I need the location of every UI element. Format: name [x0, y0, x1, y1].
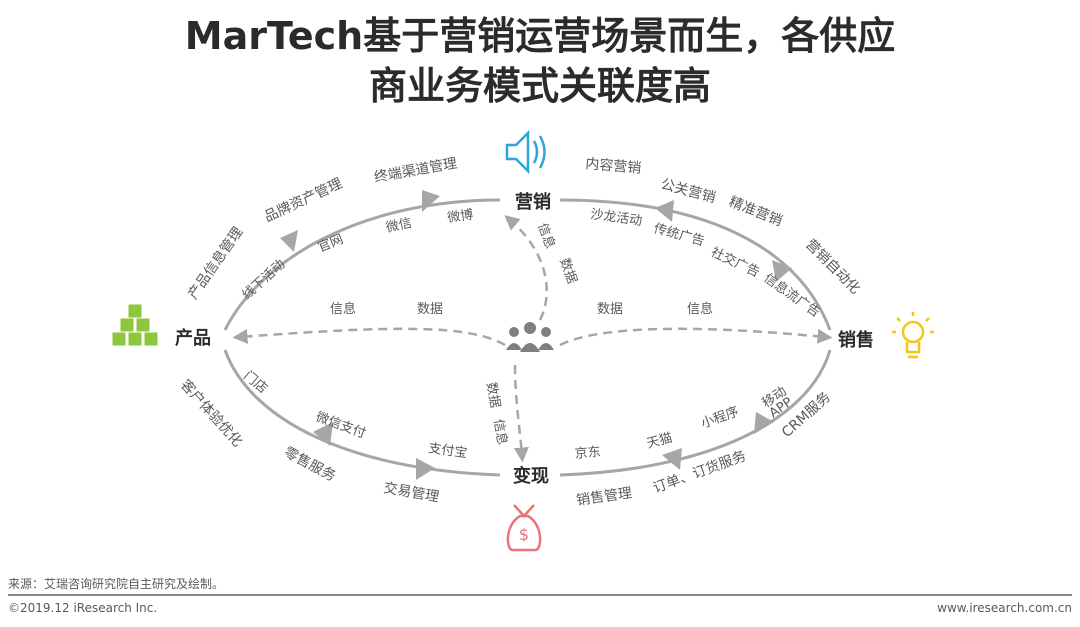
label-terminal-channel: 终端渠道管理	[373, 156, 459, 186]
flow-label-info-left: 信息	[330, 301, 356, 317]
lightbulb-icon	[892, 312, 934, 359]
node-marketing: 营销	[515, 191, 551, 213]
people-icon	[506, 322, 554, 352]
flow-to-sales	[559, 327, 833, 347]
arc-product-monetization	[223, 349, 501, 477]
label-salon: 沙龙活动	[589, 207, 643, 229]
label-offline-events: 线下活动	[240, 257, 289, 303]
label-sales-mgmt: 销售管理	[575, 485, 633, 509]
label-tmall: 天猫	[645, 431, 674, 452]
arc-arrow	[772, 260, 792, 282]
footer-divider	[8, 594, 1072, 596]
flow-label-info-right: 信息	[687, 301, 713, 317]
svg-text:$: $	[519, 525, 529, 544]
label-retail-service: 零售服务	[281, 444, 338, 484]
arc-arrow	[416, 458, 435, 480]
martech-diagram: $ 营销 产品 销售 变现 终端渠道管理 品牌资产管理 产品信息管理 内容营销 …	[111, 129, 934, 552]
website-url: www.iresearch.com.cn	[937, 601, 1072, 615]
label-mini-program: 小程序	[699, 404, 741, 431]
flow-label-data-bottom: 数据	[483, 381, 502, 409]
flow-to-monetization	[513, 364, 529, 463]
flow-to-product	[232, 327, 506, 347]
arc-arrow	[313, 422, 333, 446]
label-jd: 京东	[574, 445, 601, 462]
label-precision-marketing: 精准营销	[727, 194, 785, 230]
arc-arrow	[280, 230, 298, 252]
flow-label-data-left: 数据	[417, 302, 443, 317]
arc-arrow	[754, 412, 774, 434]
label-brand-asset: 品牌资产管理	[262, 175, 345, 226]
source-note: 来源：艾瑞咨询研究院自主研究及绘制。	[8, 577, 225, 591]
label-social-ads: 社交广告	[708, 244, 762, 280]
node-monetization: 变现	[513, 465, 549, 487]
label-marketing-automation: 营销自动化	[802, 237, 863, 298]
arc-arrow	[655, 200, 674, 222]
flow-to-marketing	[504, 215, 548, 321]
page-title-line2: 商业务模式关联度高	[368, 64, 711, 108]
flow-label-data-right: 数据	[597, 302, 623, 317]
copyright: ©2019.12 iResearch Inc.	[8, 601, 158, 615]
label-transaction-mgmt: 交易管理	[382, 479, 440, 505]
label-product-info: 产品信息管理	[184, 224, 246, 303]
page-title-line1: MarTech基于营销运营场景而生，各供应	[184, 14, 896, 58]
node-product: 产品	[175, 327, 211, 349]
arc-monetization-sales	[559, 349, 832, 477]
label-traditional-ads: 传统广告	[652, 221, 706, 249]
label-weibo: 微博	[446, 207, 474, 225]
arc-arrow	[662, 448, 682, 470]
flow-label-data-top: 数据	[556, 256, 579, 286]
node-sales: 销售	[838, 329, 874, 351]
arc-arrow	[422, 190, 440, 212]
label-alipay: 支付宝	[427, 441, 468, 461]
money-bag-icon: $	[506, 504, 542, 552]
label-cx-optimization: 客户体验优化	[177, 376, 246, 450]
arc-product-marketing	[223, 198, 501, 331]
label-official-site: 官网	[316, 231, 346, 256]
flow-label-info-bottom: 信息	[490, 418, 510, 446]
arc-marketing-sales	[559, 198, 832, 331]
boxes-icon	[111, 303, 159, 347]
flow-label-info-top: 信息	[534, 221, 558, 251]
label-pr-marketing: 公关营销	[659, 176, 717, 206]
label-content-marketing: 内容营销	[585, 155, 642, 177]
label-store: 门店	[240, 369, 270, 397]
speaker-icon	[505, 129, 546, 175]
label-wechat: 微信	[385, 216, 414, 236]
